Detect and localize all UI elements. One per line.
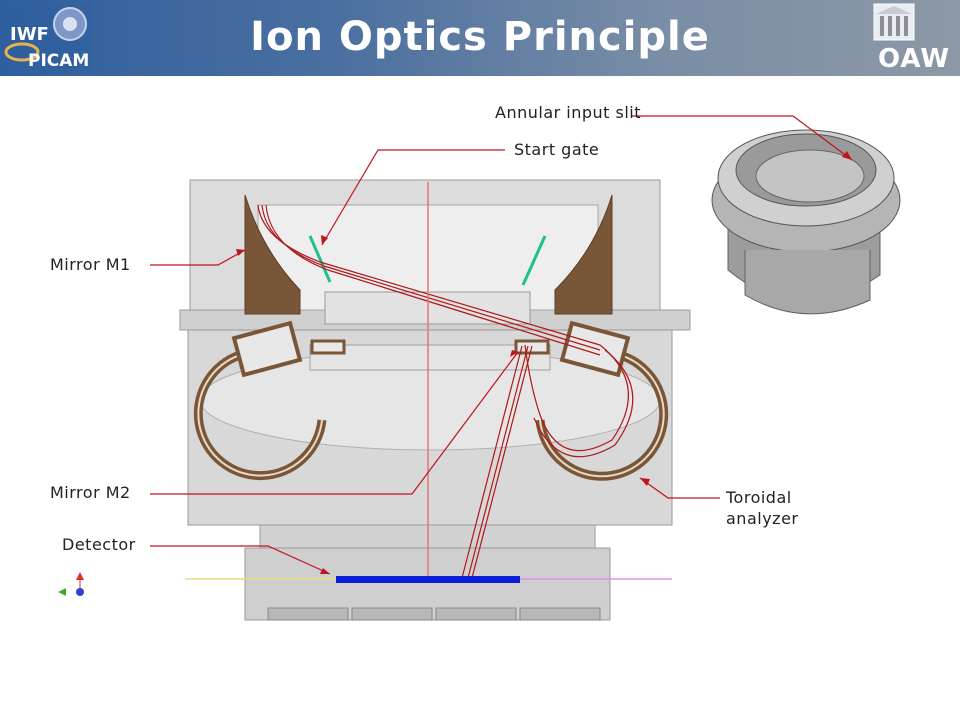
page-title: Ion Optics Principle bbox=[250, 14, 710, 60]
label-toroidal-analyzer-line1: Toroidal bbox=[726, 488, 792, 507]
logo-picam-text: PICAM bbox=[28, 51, 89, 71]
oaw-building-logo-icon bbox=[864, 0, 960, 76]
coordinate-axes-icon bbox=[58, 572, 84, 596]
label-toroidal-analyzer-line2: analyzer bbox=[726, 509, 799, 528]
label-annular-input-slit: Annular input slit bbox=[495, 103, 642, 122]
callout-arrowheads bbox=[236, 151, 852, 574]
label-mirror-m2: Mirror M2 bbox=[50, 483, 131, 502]
label-start-gate: Start gate bbox=[514, 140, 600, 159]
label-detector: Detector bbox=[62, 535, 136, 554]
iwf-picam-logo-icon: IWF PICAM bbox=[0, 0, 96, 76]
label-mirror-m1: Mirror M1 bbox=[50, 255, 131, 274]
start-gate-shape bbox=[308, 235, 547, 286]
logo-iwf-text: IWF bbox=[10, 24, 49, 45]
detector-shape bbox=[185, 576, 672, 583]
mirror-m1-shape bbox=[244, 194, 613, 315]
ion-trajectory bbox=[257, 204, 634, 579]
analyzer-3d-render bbox=[711, 129, 901, 315]
header-bar: IWF PICAM Ion Optics Principle OAW bbox=[0, 0, 960, 76]
oaw-logo-text: OAW bbox=[878, 44, 951, 74]
callout-lines bbox=[150, 115, 853, 575]
